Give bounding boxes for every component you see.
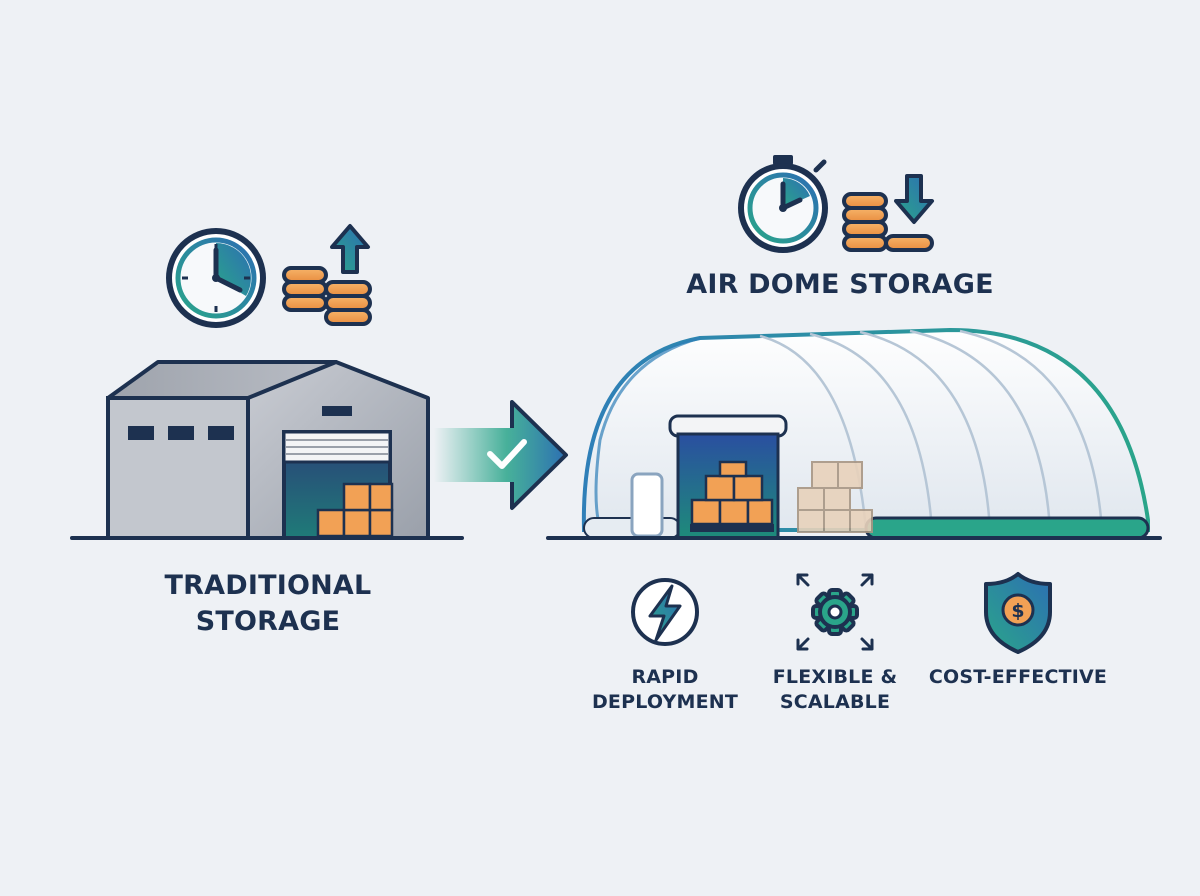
air-dome-structure xyxy=(581,327,1150,540)
gear-expand-icon xyxy=(796,573,874,651)
feature-cost-effective: COST-EFFECTIVE xyxy=(918,665,1118,690)
feature-label-line: SCALABLE xyxy=(779,691,891,713)
air-dome-storage-title: AIR DOME STORAGE xyxy=(686,269,994,300)
traditional-warehouse xyxy=(106,360,430,540)
arrow-up-icon xyxy=(330,224,370,274)
feature-label-line: FLEXIBLE & xyxy=(772,666,898,688)
check-icon xyxy=(487,439,527,469)
feature-label-line: RAPID xyxy=(631,666,699,688)
svg-text:$: $ xyxy=(1011,600,1024,622)
lightning-icon xyxy=(631,578,699,646)
coins-icon xyxy=(282,266,372,326)
shield-dollar-icon: $ xyxy=(984,572,1052,654)
stopwatch-icon xyxy=(738,155,828,253)
feature-label-line: COST-EFFECTIVE xyxy=(928,666,1108,688)
feature-rapid-deployment: RAPID DEPLOYMENT xyxy=(580,665,750,715)
clock-icon xyxy=(166,228,266,328)
coins-icon xyxy=(842,192,934,252)
feature-flexible-scalable: FLEXIBLE & SCALABLE xyxy=(760,665,910,715)
feature-label-line: DEPLOYMENT xyxy=(591,691,739,713)
title-line: STORAGE xyxy=(195,606,341,637)
title-line: TRADITIONAL xyxy=(164,570,372,601)
arrow-down-icon xyxy=(894,174,934,224)
traditional-storage-title: TRADITIONAL STORAGE xyxy=(118,568,418,640)
transition-arrow xyxy=(434,400,568,510)
